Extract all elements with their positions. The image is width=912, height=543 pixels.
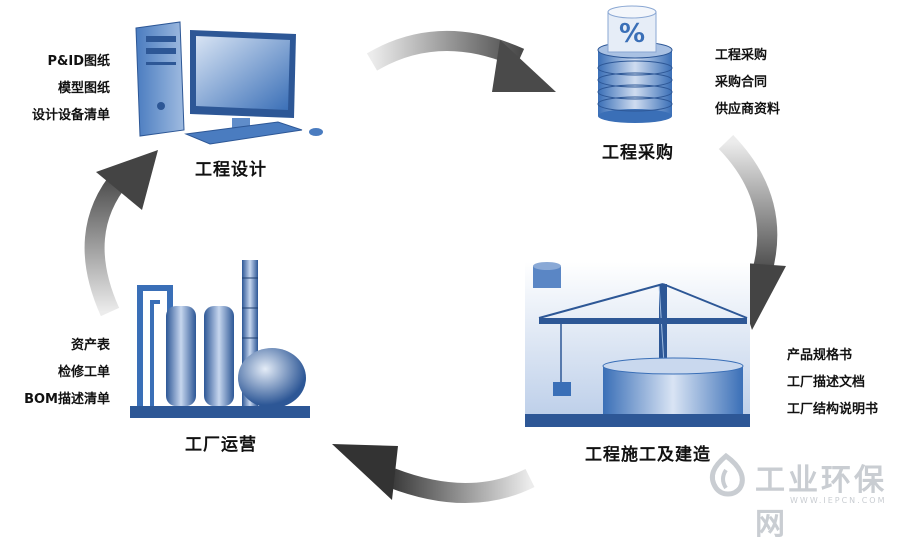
operation-doc-item: BOM描述清单 (24, 392, 110, 407)
operation-doc-item: 检修工单 (57, 365, 110, 380)
crane-tank-icon (525, 262, 750, 427)
arrow-operation-to-design (84, 150, 158, 317)
design-title: 工程设计 (195, 160, 267, 180)
operation-docs: 资产表 检修工单 BOM描述清单 (12, 332, 110, 413)
plant-icon (130, 260, 310, 418)
arrow-design-to-procurement (366, 30, 556, 92)
design-doc-item: 设计设备清单 (31, 108, 110, 123)
procurement-docs: 工程采购 采购合同 供应商资料 (715, 42, 825, 123)
construction-doc-item: 工厂描述文档 (787, 375, 866, 390)
design-docs: P&ID图纸 模型图纸 设计设备清单 (12, 48, 110, 129)
construction-doc-item: 产品规格书 (787, 348, 853, 363)
design-doc-item: 模型图纸 (57, 81, 110, 96)
cycle-arrows (84, 30, 786, 503)
design-doc-item: P&ID图纸 (47, 54, 111, 69)
construction-doc-item: 工厂结构说明书 (787, 402, 879, 417)
procurement-doc-item: 供应商资料 (715, 102, 781, 117)
operation-title: 工厂运营 (185, 435, 257, 455)
procurement-title: 工程采购 (602, 143, 674, 163)
construction-docs: 产品规格书 工厂描述文档 工厂结构说明书 (787, 342, 907, 423)
operation-doc-item: 资产表 (70, 338, 110, 353)
procurement-doc-item: 采购合同 (715, 75, 768, 90)
coin-stack-icon: % (597, 5, 673, 123)
watermark-logo-icon (709, 452, 745, 497)
arrow-construction-to-operation (332, 444, 535, 503)
svg-text:%: % (619, 19, 645, 49)
computer-icon (135, 21, 323, 145)
procurement-doc-item: 工程采购 (715, 48, 768, 63)
watermark-url: WWW.IEPCN.COM (790, 496, 887, 505)
construction-title: 工程施工及建造 (585, 445, 711, 465)
watermark-name: 工业环保网 (755, 463, 887, 542)
